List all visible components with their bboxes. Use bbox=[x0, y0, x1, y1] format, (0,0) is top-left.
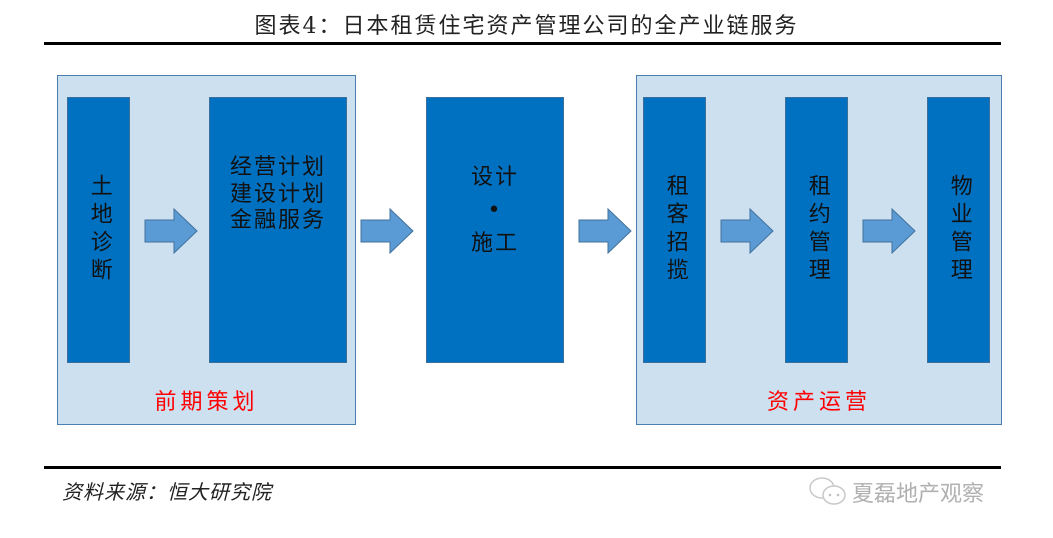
box-label: 物业管理 bbox=[946, 174, 972, 286]
watermark-text: 夏磊地产观察 bbox=[852, 482, 985, 507]
box-lease-management: 租约管理 bbox=[785, 97, 848, 363]
figure-title: 图表4：日本租赁住宅资产管理公司的全产业链服务 bbox=[254, 14, 799, 39]
arrow-right-icon bbox=[578, 208, 632, 254]
box-label: 设计 • 施工 bbox=[470, 164, 519, 256]
box-design-construction: 设计 • 施工 bbox=[426, 97, 564, 363]
arrow-right-icon bbox=[360, 208, 414, 254]
arrow-right-icon bbox=[862, 208, 916, 254]
box-land-diagnosis: 土地诊断 bbox=[67, 97, 130, 363]
group-label-operation: 资产运营 bbox=[766, 390, 871, 415]
watermark: 夏磊地产观察 bbox=[808, 474, 984, 510]
bottom-rule bbox=[44, 466, 1001, 469]
arrow-right-icon bbox=[720, 208, 774, 254]
box-tenant-recruitment: 租客招揽 bbox=[643, 97, 706, 363]
group-label-planning: 前期策划 bbox=[154, 390, 259, 415]
box-label: 土地诊断 bbox=[86, 174, 112, 286]
box-label: 租约管理 bbox=[804, 174, 830, 286]
box-label: 租客招揽 bbox=[662, 174, 688, 286]
box-business-plan: 经营计划 建设计划 金融服务 bbox=[209, 97, 347, 363]
top-rule bbox=[44, 42, 1001, 45]
box-label: 经营计划 建设计划 金融服务 bbox=[229, 155, 326, 234]
arrow-right-icon bbox=[144, 208, 198, 254]
source-note: 资料来源：恒大研究院 bbox=[62, 480, 272, 504]
box-property-management: 物业管理 bbox=[927, 97, 990, 363]
wechat-icon bbox=[809, 477, 846, 505]
